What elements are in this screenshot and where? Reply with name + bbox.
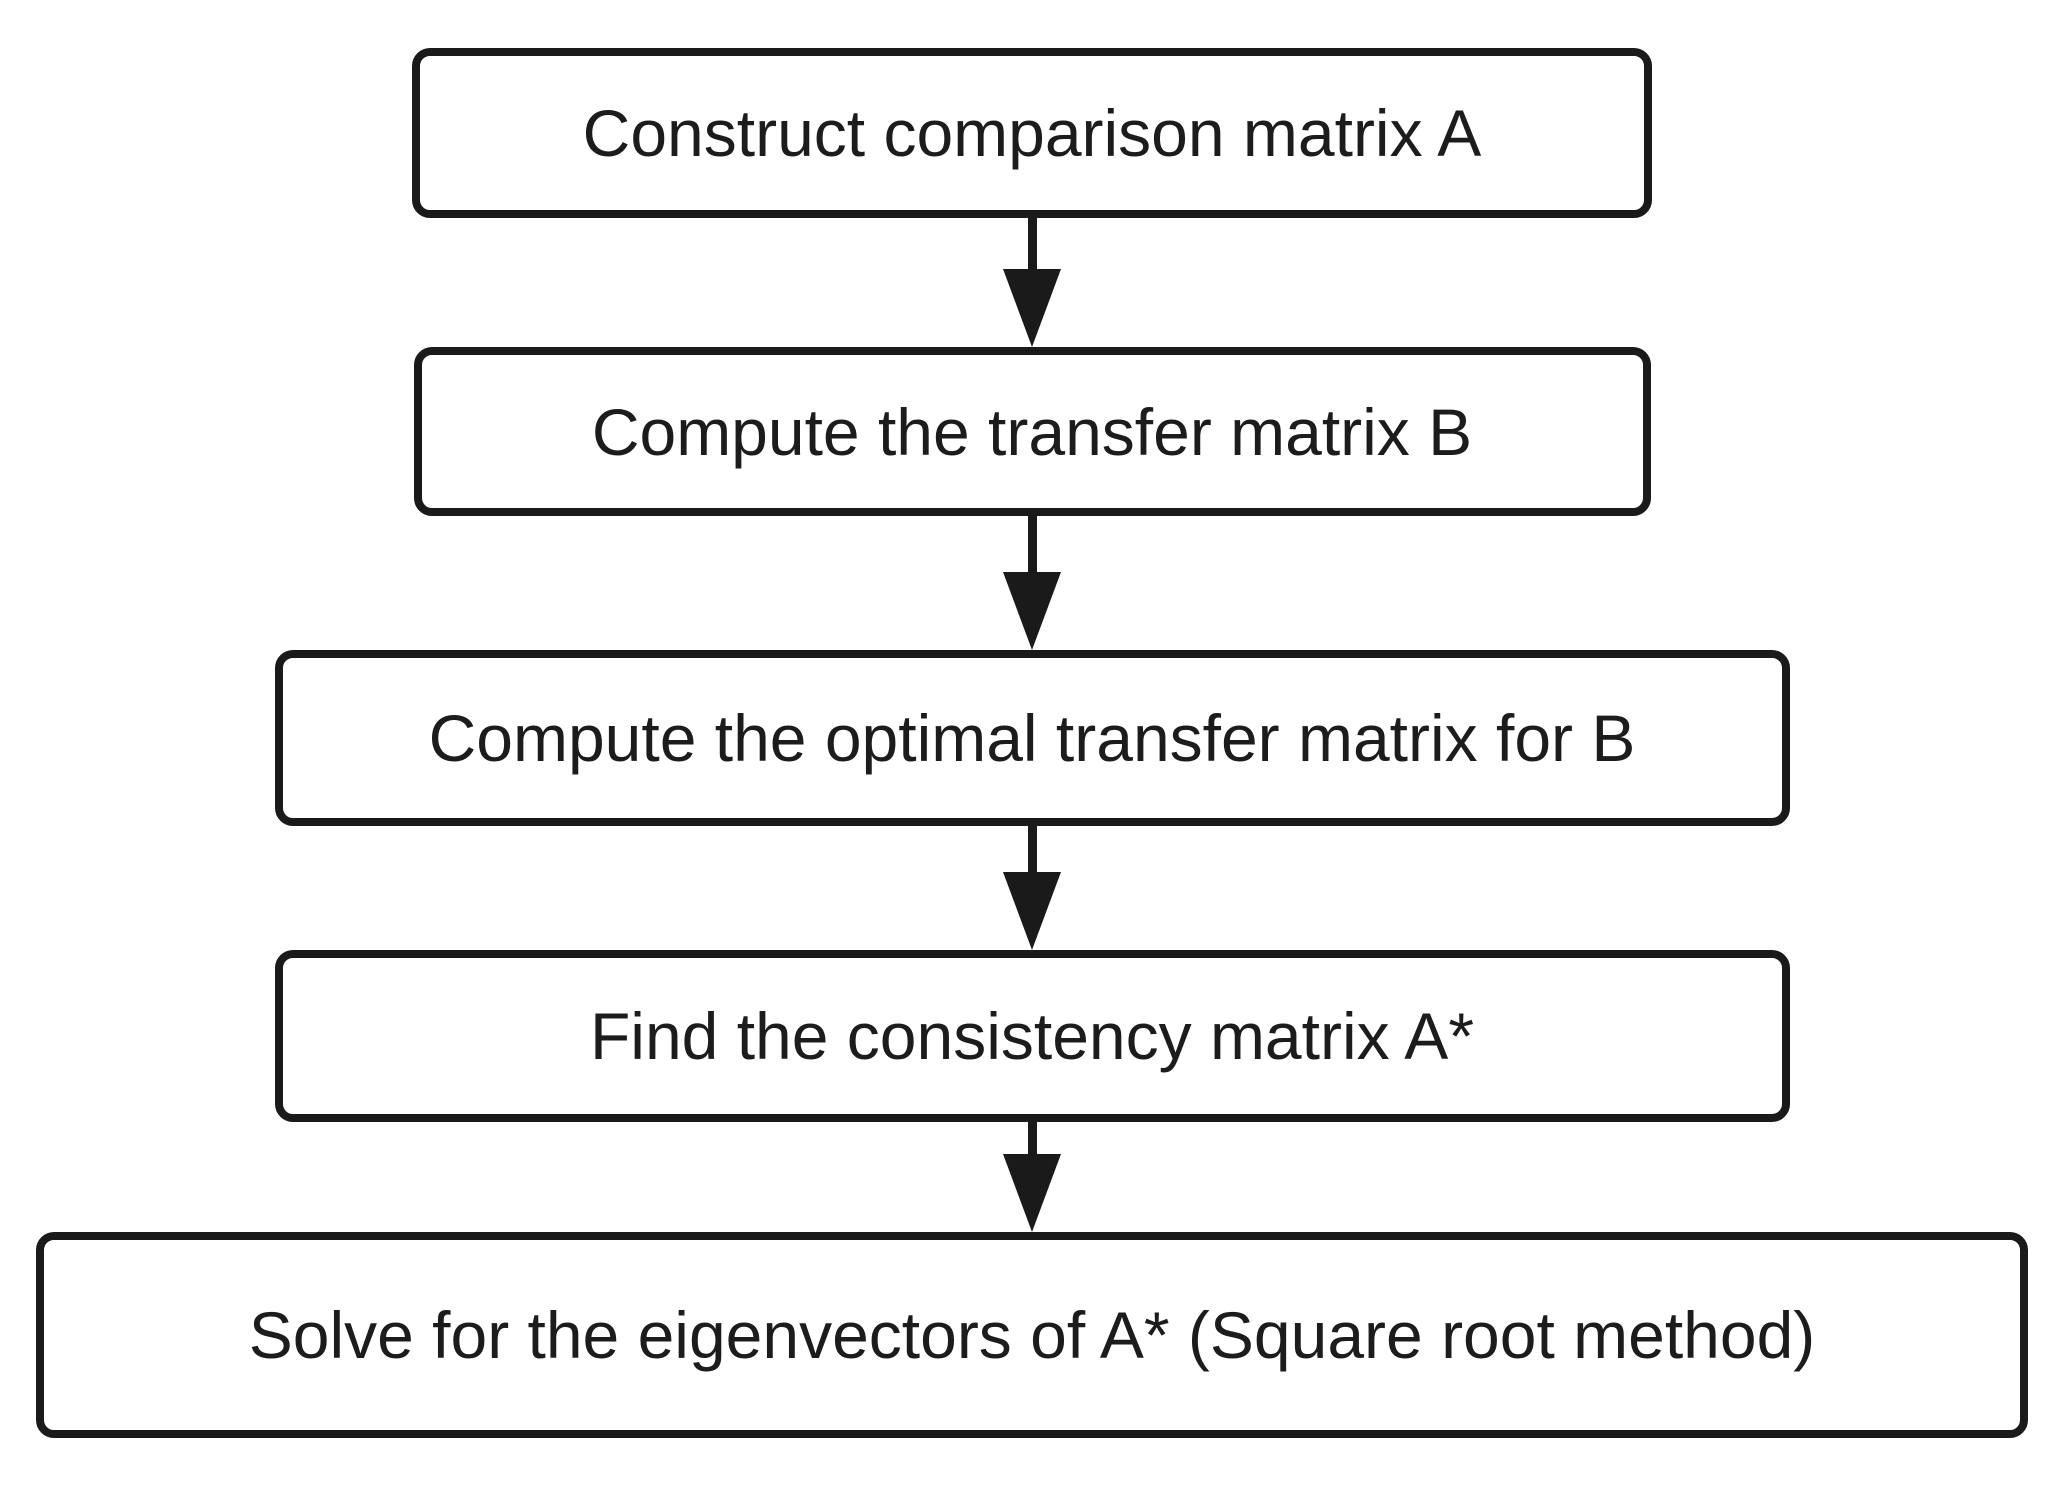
arrow-head-icon [1003,872,1061,950]
step-2-box: Compute the transfer matrix B [413,347,1651,516]
arrow-stem [1027,826,1037,872]
step-1-label: Construct comparison matrix A [582,96,1482,170]
arrow-head-icon [1003,572,1061,650]
down-arrow-1 [1003,218,1061,347]
arrow-stem [1027,218,1037,269]
down-arrow-3 [1003,826,1061,950]
step-4-label: Find the consistency matrix A* [589,999,1475,1073]
step-3-box: Compute the optimal transfer matrix for … [274,650,1790,826]
down-arrow-2 [1003,516,1061,650]
step-5-label: Solve for the eigenvectors of A* (Square… [248,1298,1816,1372]
step-1-box: Construct comparison matrix A [412,48,1652,218]
step-5-box: Solve for the eigenvectors of A* (Square… [36,1232,2028,1438]
step-3-label: Compute the optimal transfer matrix for … [428,701,1636,775]
arrow-head-icon [1003,1154,1061,1232]
step-2-label: Compute the transfer matrix B [591,394,1473,469]
arrow-stem [1027,1122,1037,1154]
down-arrow-4 [1003,1122,1061,1232]
step-4-box: Find the consistency matrix A* [274,950,1790,1122]
arrow-stem [1027,516,1037,572]
arrow-head-icon [1003,269,1061,347]
